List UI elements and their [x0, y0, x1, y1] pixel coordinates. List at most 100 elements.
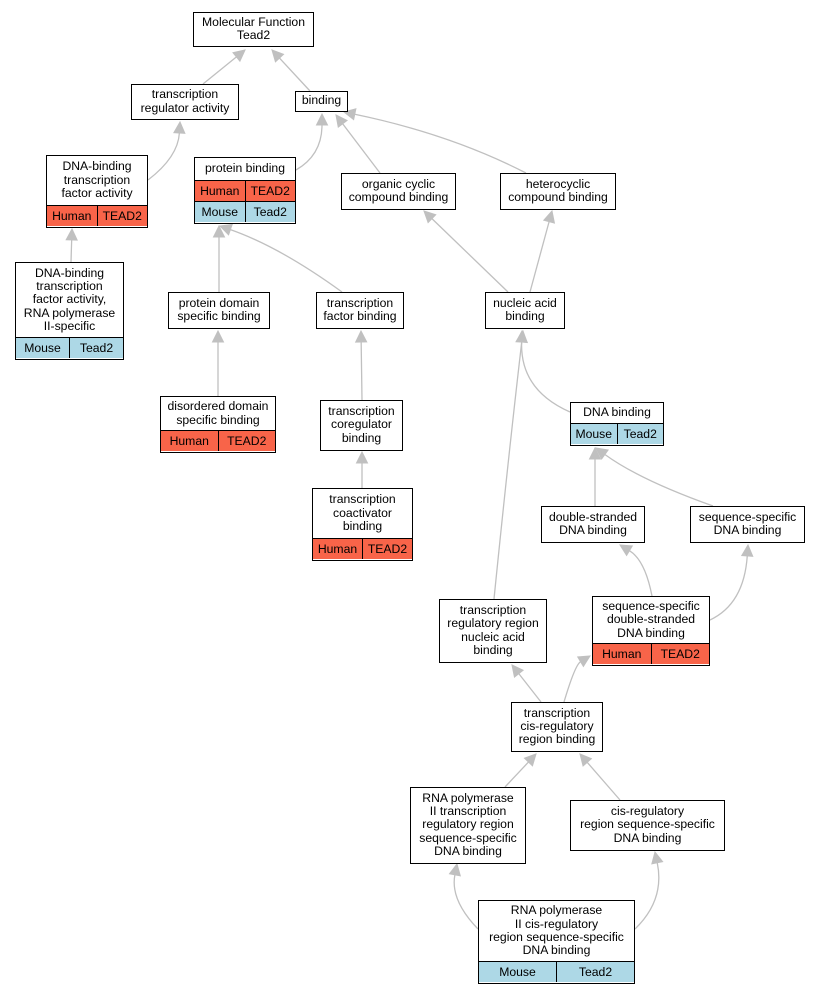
node-tcrrb[interactable]: transcription cis-regulatory region bind…: [511, 702, 603, 752]
gene-cell: Tead2: [616, 424, 664, 445]
edge-tcrrb-trrnab: [518, 673, 542, 703]
node-label: double-stranded DNA binding: [548, 509, 638, 538]
arrowhead-bind-mf: [271, 49, 285, 63]
gene-cell: TEAD2: [244, 180, 296, 201]
species-row: Human TEAD2: [593, 643, 710, 665]
arrowhead-rnap2cis-crrssdb: [651, 850, 664, 865]
arrowhead-dbtfa-tra: [173, 120, 186, 134]
arrowhead-tra-mf: [232, 49, 246, 63]
edge-nab-hcb: [529, 221, 550, 293]
edge-tcrrb-ssdsdb: [563, 661, 581, 703]
edge-pb-bind: [295, 124, 323, 171]
edge-crrssdb-tcrrb: [586, 761, 621, 801]
node-rnap2[interactable]: RNA polymerase II transcription regulato…: [410, 787, 526, 864]
edge-rnap2-tcrrb: [504, 761, 529, 788]
node-label: heterocyclic compound binding: [508, 176, 608, 205]
node-label: sequence-specific double-stranded DNA bi…: [602, 598, 700, 640]
node-ssdb[interactable]: sequence-specific DNA binding: [690, 506, 805, 543]
node-label: DNA-binding transcription factor activit…: [61, 159, 133, 201]
node-mf[interactable]: Molecular Function Tead2: [193, 12, 314, 47]
gene-cell: TEAD2: [650, 644, 710, 665]
node-label: transcription coactivator binding: [329, 492, 396, 534]
node-trrnab[interactable]: transcription regulatory region nucleic …: [439, 599, 547, 663]
node-tra[interactable]: transcription regulator activity: [131, 84, 239, 120]
species-cell: Mouse: [499, 965, 536, 980]
arrowhead-trrnab-nab: [515, 329, 528, 344]
node-ssdsdb[interactable]: sequence-specific double-stranded DNA bi…: [592, 596, 710, 666]
species-row: Mouse Tead2: [195, 200, 296, 222]
species-cell: Mouse: [201, 204, 239, 219]
edge-dbtfa2-dbtfa: [70, 239, 73, 263]
arrowhead-pdsb-pb: [212, 224, 226, 238]
arrowhead-tfb-pb: [218, 223, 233, 236]
edge-occb-bind: [342, 123, 381, 174]
species-row: Mouse Tead2: [479, 961, 634, 983]
gene-cell: TEAD2: [96, 206, 148, 227]
species-cell: Human: [602, 647, 642, 662]
gene-cell: Tead2: [556, 962, 634, 983]
species-cell: Human: [200, 183, 240, 198]
arrowhead-dsdb-dnab: [588, 446, 602, 460]
node-label: sequence-specific DNA binding: [698, 509, 797, 538]
node-label: nucleic acid binding: [493, 295, 557, 324]
edge-tfb-pb: [230, 229, 343, 293]
node-label: Molecular Function Tead2: [202, 14, 305, 43]
node-label: transcription regulator activity: [140, 87, 230, 115]
node-label: RNA polymerase II cis-regulatory region …: [489, 903, 624, 958]
species-cell: Mouse: [575, 427, 613, 442]
node-label: RNA polymerase II transcription regulato…: [419, 790, 517, 859]
arrowhead-nab-hcb: [542, 209, 556, 224]
species-cell: Human: [169, 434, 209, 449]
node-label: organic cyclic compound binding: [348, 176, 449, 205]
node-label: cis-regulatory region sequence-specific …: [580, 804, 715, 845]
node-tfb[interactable]: transcription factor binding: [316, 292, 404, 329]
edge-dbtfa-tra: [147, 132, 181, 181]
arrowhead-dbtfa2-dbtfa: [65, 227, 78, 241]
edge-ssdb-dnab: [604, 453, 714, 507]
edge-nab-occb: [431, 218, 509, 293]
species-row: Human TEAD2: [161, 430, 276, 452]
species-row: Human TEAD2: [195, 179, 296, 201]
node-label: transcription regulatory region nucleic …: [447, 602, 539, 658]
gene-cell: Tead2: [69, 338, 123, 359]
node-label: DNA binding: [583, 405, 651, 420]
node-label: transcription factor binding: [323, 295, 397, 324]
node-label: binding: [301, 93, 342, 108]
arrowhead-tcb-tfb: [354, 329, 368, 343]
node-dbtfa2[interactable]: DNA-binding transcription factor activit…: [15, 262, 124, 360]
node-bind[interactable]: binding: [295, 91, 348, 112]
node-label: protein binding: [205, 161, 285, 176]
node-dsdb[interactable]: double-stranded DNA binding: [541, 506, 645, 543]
arrowhead-nab-occb: [423, 210, 437, 224]
arrowhead-crrssdb-tcrrb: [579, 753, 593, 767]
node-hcb[interactable]: heterocyclic compound binding: [500, 173, 616, 210]
gene-cell: TEAD2: [217, 431, 276, 452]
node-dbtfa[interactable]: DNA-binding transcription factor activit…: [46, 155, 148, 228]
node-label: disordered domain specific binding: [167, 399, 269, 427]
arrowhead-tcrrb-ssdsdb: [576, 655, 591, 668]
edge-ssdsdb-dsdb: [629, 550, 653, 597]
node-crrssdb[interactable]: cis-regulatory region sequence-specific …: [570, 800, 725, 851]
species-cell: Human: [52, 209, 92, 224]
node-occb[interactable]: organic cyclic compound binding: [341, 173, 456, 210]
node-rnap2cis[interactable]: RNA polymerase II cis-regulatory region …: [478, 900, 635, 984]
node-nab[interactable]: nucleic acid binding: [485, 292, 565, 329]
node-label: protein domain specific binding: [177, 295, 261, 324]
node-label: transcription cis-regulatory region bind…: [518, 705, 596, 747]
node-tcb[interactable]: transcription coregulator binding: [320, 400, 403, 451]
edge-rnap2cis-rnap2: [453, 874, 479, 930]
edge-bind-mf: [279, 57, 311, 92]
arrowhead-ddsb-pdsb: [211, 329, 225, 343]
edge-ssdsdb-ssdb: [709, 555, 748, 621]
edge-hcb-bind: [354, 113, 527, 174]
node-pdsb[interactable]: protein domain specific binding: [168, 292, 270, 329]
gene-cell: Tead2: [244, 201, 296, 222]
arrowhead-pb-bind: [315, 112, 329, 126]
arrowhead-tcrrb-trrnab: [511, 664, 525, 678]
